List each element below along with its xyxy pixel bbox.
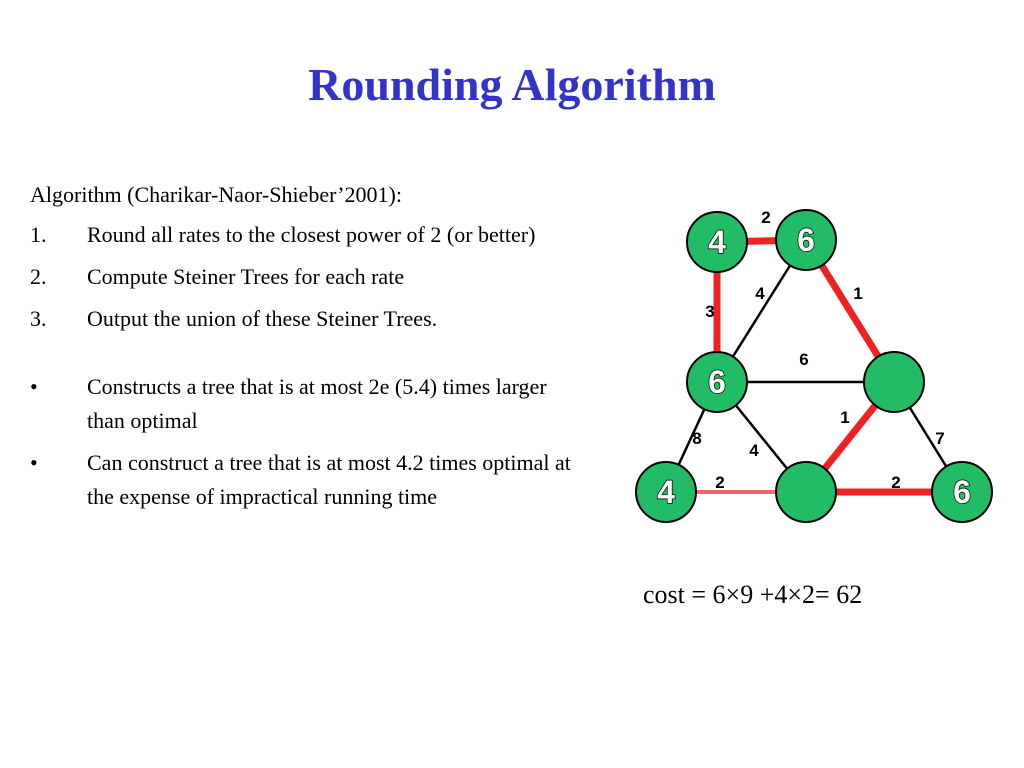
node-bottom-right: [931, 461, 993, 523]
node-top-right: [775, 209, 837, 271]
edge-weight-label: 2: [761, 208, 770, 227]
step-text: Compute Steiner Trees for each rate: [87, 264, 405, 289]
steiner-tree-graph: 2 3 4 1 6 8 4 1 7 2 2 4 6 6 4 6: [635, 208, 993, 523]
step-text: Round all rates to the closest power of …: [87, 222, 536, 247]
algorithm-text: Algorithm (Charikar-Naor-Shieber’2001): …: [30, 178, 575, 522]
bullet-marker: •: [30, 450, 38, 475]
edge-weight-label: 6: [799, 350, 808, 369]
edge-weight-label: 7: [935, 429, 944, 448]
node-mid-right: [863, 351, 925, 413]
step-number: 1.: [30, 222, 47, 247]
node-label-bottom-right: 6: [953, 474, 971, 510]
edge-weight-label: 1: [840, 408, 849, 427]
step-number: 3.: [30, 306, 47, 331]
list-spacer: [30, 344, 575, 370]
edge-weight-label: 4: [755, 284, 765, 303]
bullet-item: • Can construct a tree that is at most 4…: [30, 446, 575, 514]
edge-weight-label: 2: [715, 473, 724, 492]
node-label-top-left: 4: [708, 224, 726, 260]
edge-weight-label: 8: [692, 429, 701, 448]
node-label-mid-left: 6: [708, 364, 726, 400]
step-text: Output the union of these Steiner Trees.: [87, 306, 438, 331]
edge-weight-label: 2: [891, 473, 900, 492]
cost-formula: cost = 6×9 +4×2= 62: [643, 580, 863, 609]
bullet-item: • Constructs a tree that is at most 2e (…: [30, 370, 575, 438]
step-item: 3. Output the union of these Steiner Tre…: [30, 302, 575, 336]
node-bottom-left: [635, 461, 697, 523]
step-item: 1. Round all rates to the closest power …: [30, 218, 575, 252]
node-bottom-middle: [775, 461, 837, 523]
bullet-text: Can construct a tree that is at most 4.2…: [87, 450, 571, 509]
slide-title: Rounding Algorithm: [308, 59, 716, 110]
node-label-bottom-left: 4: [657, 474, 675, 510]
node-label-top-right: 6: [797, 222, 815, 258]
bullet-marker: •: [30, 374, 38, 399]
edge-weight-label: 1: [853, 284, 862, 303]
algorithm-intro: Algorithm (Charikar-Naor-Shieber’2001):: [30, 182, 402, 207]
edge-weight-label: 4: [749, 441, 759, 460]
node-top-left: [686, 211, 748, 273]
step-number: 2.: [30, 264, 47, 289]
edge-weight-label: 3: [705, 302, 714, 321]
step-item: 2. Compute Steiner Trees for each rate: [30, 260, 575, 294]
bullet-text: Constructs a tree that is at most 2e (5.…: [87, 374, 547, 433]
node-mid-left: [686, 351, 748, 413]
